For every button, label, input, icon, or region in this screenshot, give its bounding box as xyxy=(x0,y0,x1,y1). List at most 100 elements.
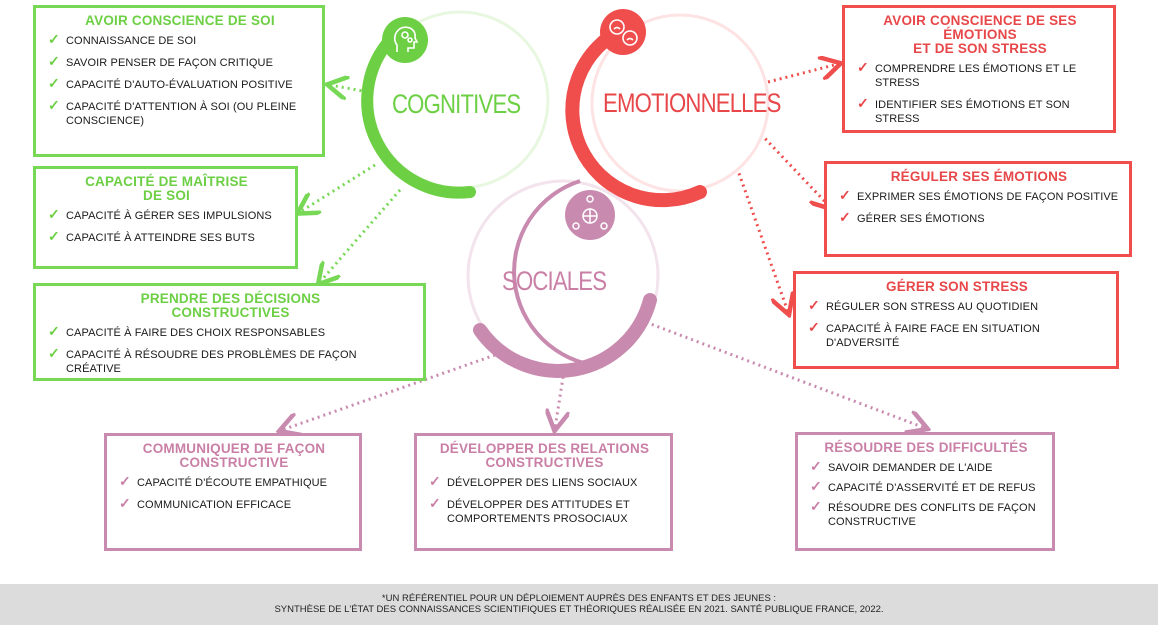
box-manage-stress: GÉRER SON STRESS ✓RÉGULER SON STRESS AU … xyxy=(793,271,1119,369)
box-title: AVOIR CONSCIENCE DE SES ÉMOTIONS ET DE S… xyxy=(883,13,1077,56)
item-text: CAPACITÉ D'ATTENTION À SOI (OU PLEINE CO… xyxy=(66,101,297,127)
emotion-faces-icon xyxy=(600,9,646,55)
item-text: CAPACITÉ À ATTEINDRE SES BUTS xyxy=(66,232,255,244)
item-text: IDENTIFIER SES ÉMOTIONS ET SON STRESS xyxy=(875,99,1070,125)
cognitive-label: COGNITIVES xyxy=(392,89,521,119)
list-item: ✓DÉVELOPPER DES ATTITUDES ET COMPORTEMEN… xyxy=(429,495,660,526)
item-text: GÉRER SES ÉMOTIONS xyxy=(857,213,985,225)
list-item: ✓ SAVOIR PENSER DE FAÇON CRITIQUE xyxy=(48,53,312,70)
item-text: EXPRIMER SES ÉMOTIONS DE FAÇON POSITIVE xyxy=(857,191,1119,203)
item-text: SAVOIR DEMANDER DE L'AIDE xyxy=(828,462,993,474)
item-list: ✓RÉGULER SON STRESS AU QUOTIDIEN ✓ CAPACI… xyxy=(808,297,1106,350)
connector-difficulties xyxy=(634,316,925,428)
item-list: ✓CAPACITÉ D'ÉCOUTE EMPATHIQUE ✓ COMMUNICA… xyxy=(119,474,349,512)
box-title: DÉVELOPPER DES RELATIONS CONSTRUCTIVES xyxy=(439,441,650,470)
list-item: ✓ GÉRER SES ÉMOTIONS xyxy=(839,209,1119,226)
check-icon: ✓ xyxy=(48,31,60,47)
connector-relations xyxy=(555,364,565,428)
box-title: AVOIR CONSCIENCE DE SOI xyxy=(85,13,275,28)
list-item: ✓ CAPACITÉ À GÉRER SES IMPULSIONS xyxy=(48,206,285,223)
check-icon: ✓ xyxy=(857,95,869,111)
item-text: CONNAISSANCE DE SOI xyxy=(66,35,197,47)
connector-self-control xyxy=(300,163,376,212)
list-item: ✓CAPACITÉ D'AUTO-ÉVALUATION POSITIVE xyxy=(48,76,312,92)
box-communicate: COMMUNIQUER DE FAÇON CONSTRUCTIVE ✓CAPAC… xyxy=(104,433,362,551)
box-difficulties: RÉSOUDRE DES DIFFICULTÉS ✓ SAVOIR DEMANDE… xyxy=(795,432,1055,551)
check-icon: ✓ xyxy=(48,345,60,361)
item-list: ✓ CAPACITÉ À GÉRER SES IMPULSIONS ✓ CAPACI… xyxy=(48,206,285,245)
item-text: COMPRENDRE LES ÉMOTIONS ET LE STRESS xyxy=(875,63,1077,89)
item-list: ✓ DÉVELOPPER DES LIENS SOCIAUX ✓DÉVELOPPE… xyxy=(429,473,660,526)
item-text: CAPACITÉ D'AUTO-ÉVALUATION POSITIVE xyxy=(66,79,293,91)
check-icon: ✓ xyxy=(119,495,131,511)
social-label: SOCIALES xyxy=(502,266,607,296)
check-icon: ✓ xyxy=(48,228,60,244)
check-icon: ✓ xyxy=(429,495,441,511)
check-icon: ✓ xyxy=(810,498,822,514)
box-regulate-emotions: RÉGULER SES ÉMOTIONS ✓ EXPRIMER SES ÉMOTI… xyxy=(824,161,1132,257)
check-icon: ✓ xyxy=(810,458,822,474)
check-icon: ✓ xyxy=(839,209,851,225)
list-item: ✓ CAPACITÉ À FAIRE DES CHOIX RESPONSABLES xyxy=(48,323,413,340)
check-icon: ✓ xyxy=(857,59,869,75)
item-list: ✓ CAPACITÉ À FAIRE DES CHOIX RESPONSABLES… xyxy=(48,323,413,376)
list-item: ✓CAPACITÉ D'ÉCOUTE EMPATHIQUE xyxy=(119,474,349,490)
social-connectors xyxy=(282,316,925,430)
list-item: ✓ CAPACITÉ À FAIRE FACE EN SITUATION D'AD… xyxy=(808,319,1106,350)
check-icon: ✓ xyxy=(839,187,851,203)
connector-decisions xyxy=(320,189,402,282)
emotional-connectors xyxy=(733,64,838,312)
cognitive-connectors xyxy=(300,85,402,282)
cognitive-circle xyxy=(361,10,550,199)
box-title: RÉGULER SES ÉMOTIONS xyxy=(890,169,1068,184)
check-icon: ✓ xyxy=(48,53,60,69)
footer-line-2: SYNTHÈSE DE L'ÉTAT DES CONNAISSANCES SCI… xyxy=(274,604,884,615)
connector-emotion-awareness xyxy=(767,64,838,84)
item-list: ✓ EXPRIMER SES ÉMOTIONS DE FAÇON POSITIVE… xyxy=(839,187,1119,226)
box-title: PRENDRE DES DÉCISIONS CONSTRUCTIVES xyxy=(140,291,321,320)
item-text: CAPACITÉ À GÉRER SES IMPULSIONS xyxy=(66,210,272,222)
item-text: SAVOIR PENSER DE FAÇON CRITIQUE xyxy=(66,57,274,69)
head-gears-icon xyxy=(382,17,428,63)
footer-source: *UN RÉFÉRENTIEL POUR UN DÉPLOIEMENT AUPR… xyxy=(0,584,1158,625)
box-title: CAPACITÉ DE MAÎTRISE DE SOI xyxy=(85,174,248,203)
list-item: ✓ CAPACITÉ D'ATTENTION À SOI (OU PLEINE C… xyxy=(48,97,312,128)
box-title: RÉSOUDRE DES DIFFICULTÉS xyxy=(824,440,1028,455)
social-circle xyxy=(466,179,660,378)
emotional-circle xyxy=(565,9,770,208)
list-item: ✓RÉGULER SON STRESS AU QUOTIDIEN xyxy=(808,297,1106,314)
box-decisions: PRENDRE DES DÉCISIONS CONSTRUCTIVES ✓CAP… xyxy=(33,283,426,381)
item-text: DÉVELOPPER DES LIENS SOCIAUX xyxy=(447,477,638,489)
list-item: ✓ DÉVELOPPER DES LIENS SOCIAUX xyxy=(429,473,660,490)
check-icon: ✓ xyxy=(48,97,60,113)
check-icon: ✓ xyxy=(48,206,60,222)
check-icon: ✓ xyxy=(808,319,820,335)
item-text: CAPACITÉ D'ÉCOUTE EMPATHIQUE xyxy=(137,477,328,489)
connector-communicate xyxy=(282,353,496,430)
box-title: GÉRER SON STRESS xyxy=(886,279,1028,294)
item-text: CAPACITÉ À FAIRE FACE EN SITUATION D'ADV… xyxy=(826,323,1040,349)
list-item: ✓CAPACITÉ À RÉSOUDRE DES PROBLÈMES DE FA… xyxy=(48,345,413,376)
box-self-awareness: AVOIR CONSCIENCE DE SOI ✓ CONNAISSANCE DE… xyxy=(33,5,325,157)
check-icon: ✓ xyxy=(808,297,820,313)
item-text: RÉSOUDRE DES CONFLITS DE FAÇON CONSTRUCT… xyxy=(828,502,1036,528)
list-item: ✓ COMPRENDRE LES ÉMOTIONS ET LE STRESS xyxy=(857,59,1103,90)
list-item: ✓ SAVOIR DEMANDER DE L'AIDE xyxy=(810,458,1042,475)
item-text: COMMUNICATION EFFICACE xyxy=(137,499,292,511)
check-icon: ✓ xyxy=(48,323,60,339)
item-list: ✓ COMPRENDRE LES ÉMOTIONS ET LE STRESS ✓ I… xyxy=(857,59,1103,126)
list-item: ✓ CAPACITÉ À ATTEINDRE SES BUTS xyxy=(48,228,285,245)
list-item: ✓ RÉSOUDRE DES CONFLITS DE FAÇON CONSTRUC… xyxy=(810,498,1042,529)
box-emotion-awareness: AVOIR CONSCIENCE DE SES ÉMOTIONS ET DE S… xyxy=(842,5,1116,133)
connector-manage-stress xyxy=(733,161,788,312)
check-icon: ✓ xyxy=(429,473,441,489)
list-item: ✓ CONNAISSANCE DE SOI xyxy=(48,31,312,48)
item-list: ✓SAVOIR DEMANDER DE L'AIDE ✓CAPACITÉ D'A… xyxy=(810,458,1042,529)
box-relations: DÉVELOPPER DES RELATIONS CONSTRUCTIVES ✓… xyxy=(414,433,673,551)
item-text: CAPACITÉ À FAIRE DES CHOIX RESPONSABLES xyxy=(66,327,326,339)
check-icon: ✓ xyxy=(810,478,822,494)
list-item: ✓ IDENTIFIER SES ÉMOTIONS ET SON STRESS xyxy=(857,95,1103,126)
box-title: COMMUNIQUER DE FAÇON CONSTRUCTIVE xyxy=(142,441,326,470)
list-item: ✓ COMMUNICATION EFFICACE xyxy=(119,495,349,512)
